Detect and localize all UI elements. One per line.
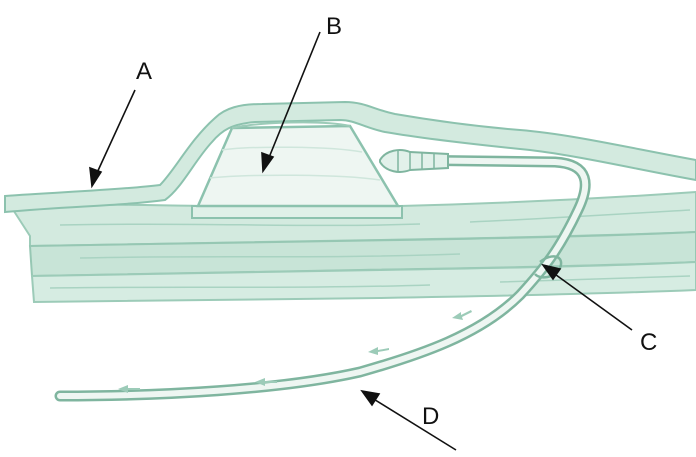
port-base <box>192 206 402 218</box>
connector-body <box>380 150 448 172</box>
label-a: A <box>136 58 152 85</box>
arrow-left-icon <box>368 347 389 355</box>
pointer-a-arrowhead <box>90 168 101 186</box>
pointer-a-line <box>96 90 135 175</box>
port-reservoir <box>192 122 402 218</box>
pointer-d-line <box>372 398 456 450</box>
label-d: D <box>422 403 439 430</box>
port-body <box>198 126 398 206</box>
label-b: B <box>326 13 342 40</box>
label-c: C <box>640 329 657 356</box>
pointer-d-arrowhead <box>362 391 379 405</box>
catheter-connector <box>380 150 448 172</box>
arrow-left-icon <box>452 310 472 320</box>
